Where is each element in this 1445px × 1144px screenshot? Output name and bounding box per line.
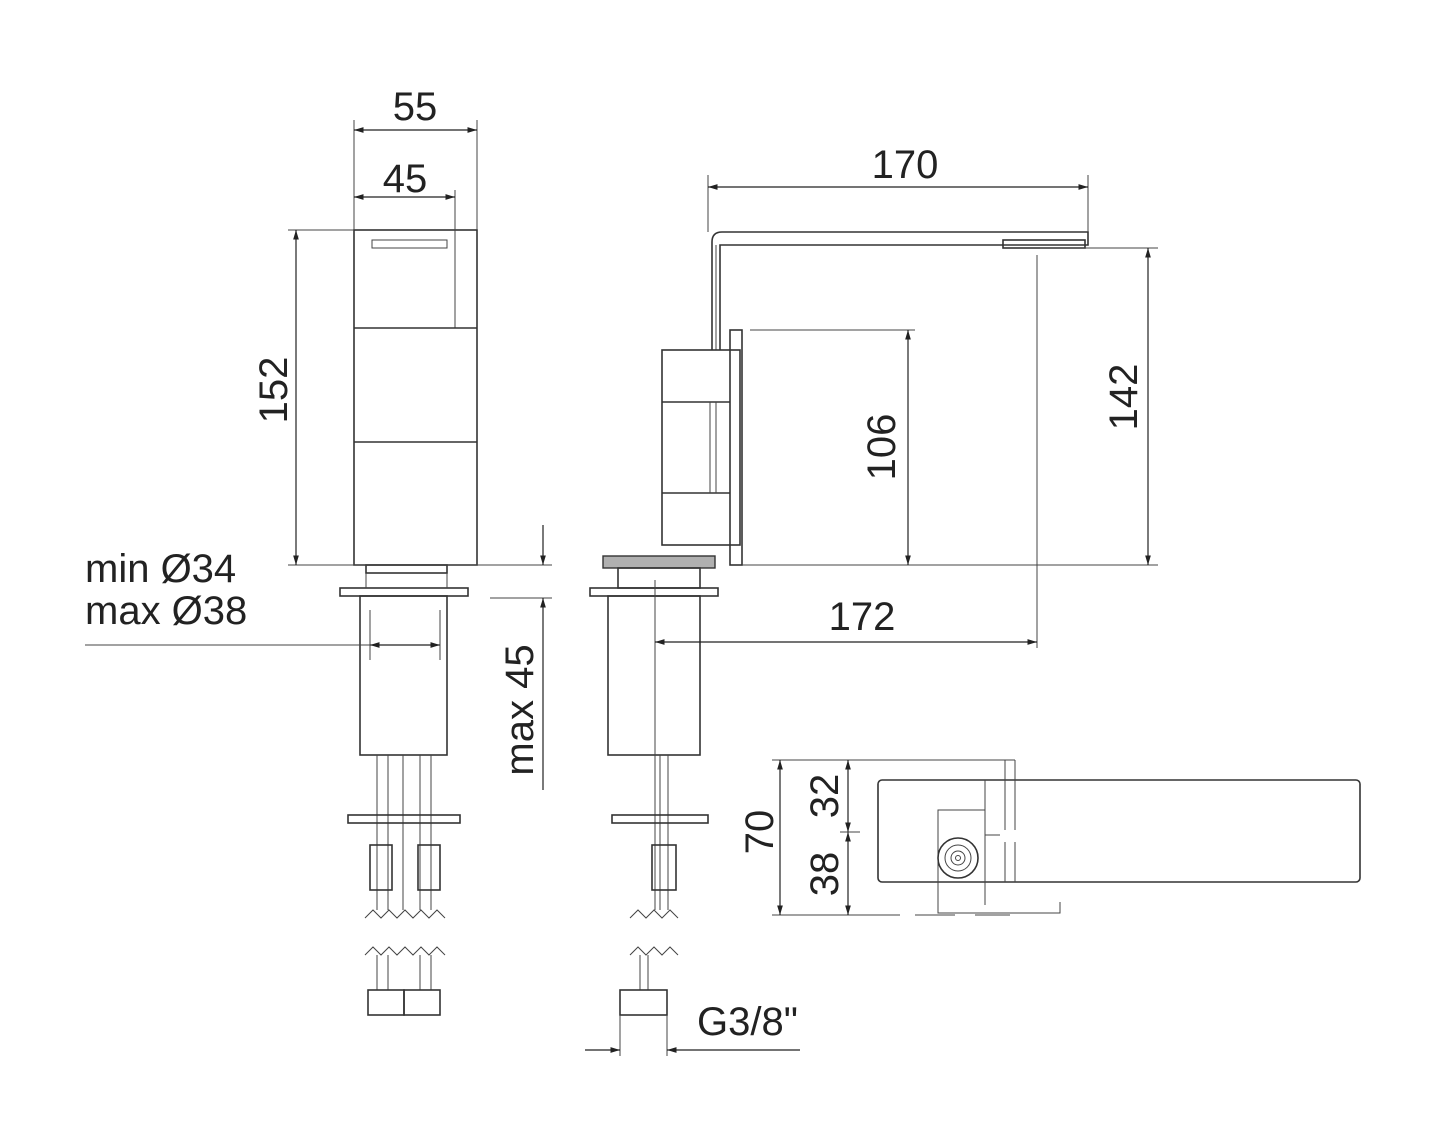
connection-circle <box>937 837 979 879</box>
dim-142: 142 <box>1102 364 1146 431</box>
dim-32: 32 <box>803 774 847 819</box>
dim-152: 152 <box>252 357 296 424</box>
hole-min-label: min Ø34 <box>85 547 236 591</box>
dim-38: 38 <box>803 852 847 897</box>
base-plate <box>602 555 716 569</box>
connection-label: G3/8" <box>697 1000 798 1044</box>
dim-max-45: max 45 <box>498 644 542 775</box>
supply-pipes <box>347 755 461 1016</box>
hole-max-label: max Ø38 <box>85 589 247 633</box>
side-view: 170 106 142 172 G3/8" <box>585 143 1158 1056</box>
front-view: 55 45 152 min Ø34 max Ø38 max 45 <box>85 85 552 1016</box>
dim-172: 172 <box>829 595 896 639</box>
dim-45: 45 <box>383 157 428 201</box>
dim-106: 106 <box>860 414 904 481</box>
dim-55: 55 <box>393 85 438 129</box>
plan-view: 70 32 38 <box>738 759 1361 916</box>
dim-70: 70 <box>738 810 782 855</box>
dim-170: 170 <box>872 143 939 187</box>
